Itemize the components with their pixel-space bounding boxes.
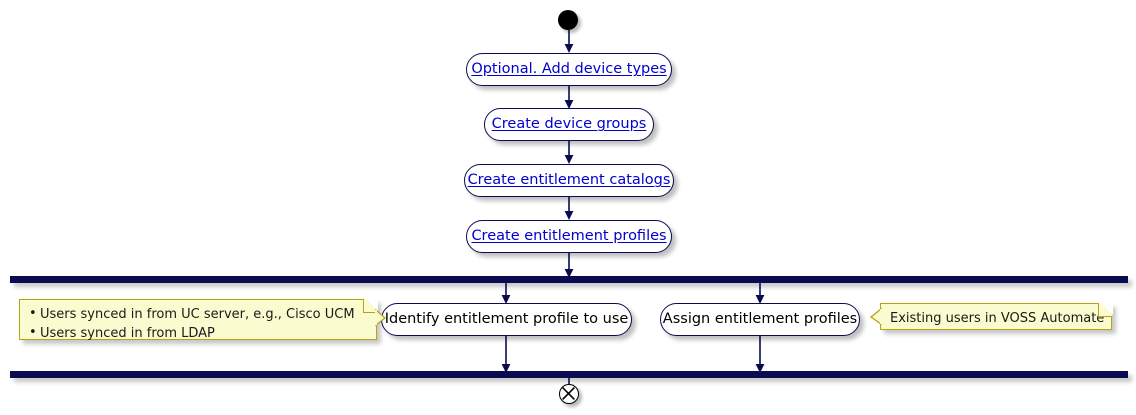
- activity-label[interactable]: Create entitlement catalogs: [467, 172, 671, 189]
- note-fold-corner-icon: [1098, 302, 1113, 317]
- fork-bar: [10, 276, 1128, 283]
- connector-start-to-step-1: [561, 30, 577, 54]
- note-bullet-item: Users synced in from LDAP: [29, 324, 366, 344]
- connector-step-3-to-step-4: [561, 197, 577, 221]
- connector-assign-profiles-to-join: [752, 336, 768, 374]
- note-users-synced-sources: Users synced in from UC server, e.g., Ci…: [19, 298, 378, 343]
- start-node: [558, 10, 578, 30]
- activity-label[interactable]: Optional. Add device types: [471, 61, 667, 78]
- activity-create-entitlement-profiles[interactable]: Create entitlement profiles: [466, 220, 672, 253]
- connector-fork-to-assign-profiles: [752, 283, 768, 305]
- connector-step-4-to-fork: [561, 253, 577, 279]
- activity-identify-entitlement-profile-to-use[interactable]: Identify entitlement profile to use: [381, 303, 632, 336]
- note-tail-right-pointer: [375, 308, 387, 330]
- note-body-text: Existing users in VOSS Automate: [890, 311, 1105, 326]
- note-bullet-item: Users synced in from UC server, e.g., Ci…: [29, 305, 366, 325]
- note-bullet-list: Users synced in from UC server, e.g., Ci…: [29, 305, 366, 344]
- activity-label: Assign entitlement profiles: [662, 311, 858, 328]
- activity-label[interactable]: Create entitlement profiles: [471, 228, 667, 245]
- activity-assign-entitlement-profiles[interactable]: Assign entitlement profiles: [660, 303, 860, 336]
- activity-label: Identify entitlement profile to use: [384, 311, 629, 328]
- connector-step-2-to-step-3: [561, 141, 577, 165]
- activity-label[interactable]: Create device groups: [491, 116, 647, 133]
- note-tail-left-pointer: [869, 307, 882, 329]
- note-fold-corner-icon: [363, 298, 378, 313]
- activity-create-device-groups[interactable]: Create device groups: [484, 108, 654, 141]
- join-bar: [10, 371, 1128, 378]
- connector-step-1-to-step-2: [561, 86, 577, 110]
- activity-optional-add-device-types[interactable]: Optional. Add device types: [466, 53, 672, 86]
- connector-fork-to-identify-profile: [498, 283, 514, 305]
- connector-identify-profile-to-join: [498, 336, 514, 374]
- activity-create-entitlement-catalogs[interactable]: Create entitlement catalogs: [464, 164, 674, 197]
- flow-final-node: [559, 384, 579, 404]
- note-existing-users: Existing users in VOSS Automate: [880, 302, 1113, 330]
